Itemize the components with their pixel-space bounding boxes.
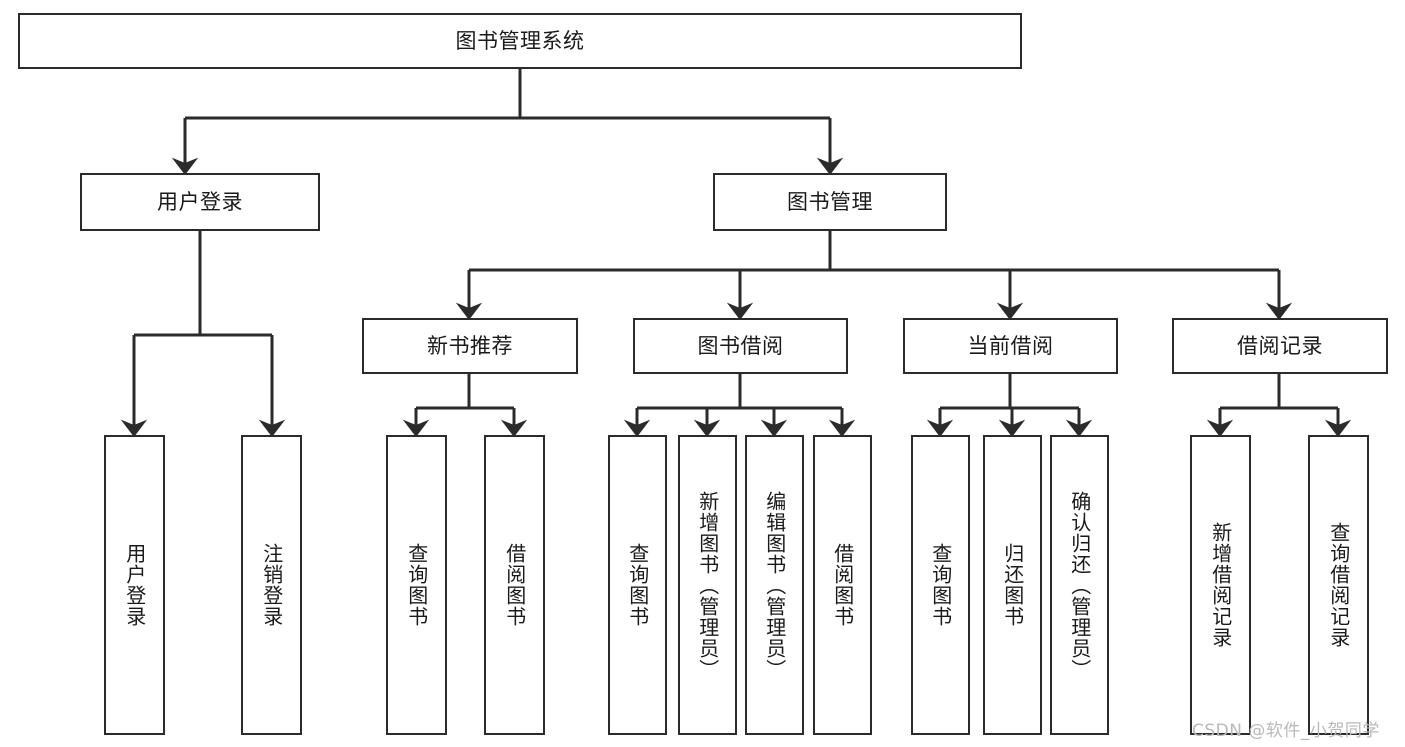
csdn-watermark: CSDN @软件_小贺同学 bbox=[1192, 721, 1380, 741]
node-label: 查询图书 bbox=[404, 543, 429, 627]
node-label: 借阅图书 bbox=[830, 543, 855, 627]
node-borrow-record[interactable]: 借阅记录 bbox=[1172, 318, 1388, 374]
node-leaf-borrow-book[interactable]: 借阅图书 bbox=[813, 435, 872, 735]
node-leaf-confirm-return-admin[interactable]: 确认归还（管理员） bbox=[1050, 435, 1109, 735]
node-label: 新书推荐 bbox=[427, 333, 513, 358]
node-label: 新增借阅记录 bbox=[1208, 522, 1233, 648]
node-label: 借阅记录 bbox=[1237, 333, 1323, 358]
node-label: 借阅图书 bbox=[502, 543, 527, 627]
node-label: 图书借阅 bbox=[697, 333, 784, 358]
node-label: 确认归还（管理员） bbox=[1067, 490, 1092, 680]
node-leaf-query-book-recommend[interactable]: 查询图书 bbox=[386, 435, 447, 735]
node-book-manage[interactable]: 图书管理 bbox=[713, 173, 947, 231]
node-label: 新增图书（管理员） bbox=[695, 490, 720, 680]
node-book-borrow[interactable]: 图书借阅 bbox=[633, 318, 848, 374]
node-leaf-return-book[interactable]: 归还图书 bbox=[983, 435, 1042, 735]
node-label: 编辑图书（管理员） bbox=[762, 490, 787, 680]
node-label: 用户登录 bbox=[157, 189, 243, 214]
node-leaf-user-login[interactable]: 用户登录 bbox=[104, 435, 165, 735]
node-label: 查询图书 bbox=[625, 543, 650, 627]
node-leaf-edit-book-admin[interactable]: 编辑图书（管理员） bbox=[745, 435, 804, 735]
node-leaf-add-borrow-record[interactable]: 新增借阅记录 bbox=[1190, 435, 1251, 735]
node-root-system[interactable]: 图书管理系统 bbox=[18, 13, 1022, 69]
node-label: 查询借阅记录 bbox=[1326, 522, 1351, 648]
node-label: 当前借阅 bbox=[967, 333, 1054, 358]
node-leaf-query-book-borrow[interactable]: 查询图书 bbox=[608, 435, 667, 735]
node-user-login[interactable]: 用户登录 bbox=[80, 173, 320, 231]
node-label: 归还图书 bbox=[1000, 543, 1025, 627]
node-label: 用户登录 bbox=[122, 543, 147, 627]
node-leaf-logout[interactable]: 注销登录 bbox=[241, 435, 302, 735]
node-leaf-add-book-admin[interactable]: 新增图书（管理员） bbox=[678, 435, 737, 735]
node-label: 图书管理系统 bbox=[455, 28, 585, 53]
node-leaf-borrow-book-recommend[interactable]: 借阅图书 bbox=[484, 435, 545, 735]
node-leaf-query-borrow-record[interactable]: 查询借阅记录 bbox=[1308, 435, 1369, 735]
node-new-book-recommend[interactable]: 新书推荐 bbox=[362, 318, 578, 374]
node-label: 注销登录 bbox=[259, 543, 284, 627]
node-leaf-query-book-current[interactable]: 查询图书 bbox=[911, 435, 970, 735]
node-label: 图书管理 bbox=[787, 189, 873, 214]
node-current-borrow[interactable]: 当前借阅 bbox=[903, 318, 1118, 374]
node-label: 查询图书 bbox=[928, 543, 953, 627]
